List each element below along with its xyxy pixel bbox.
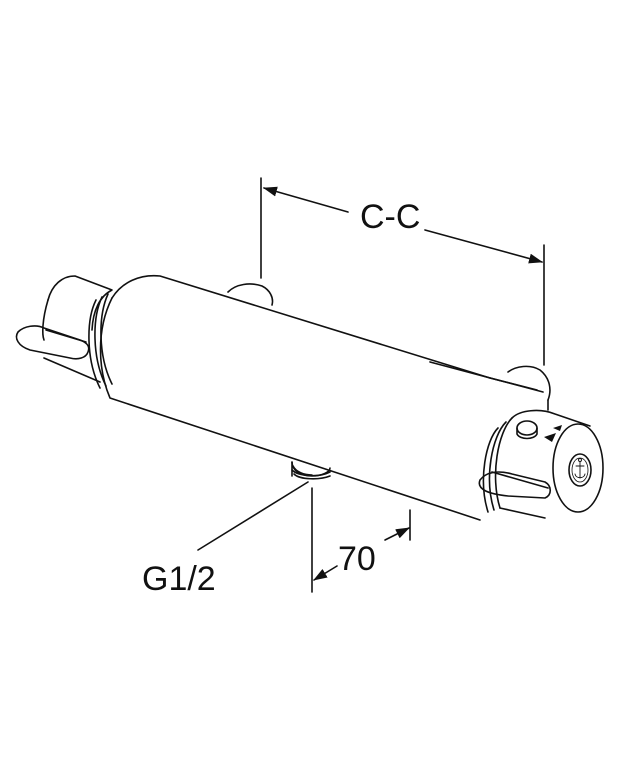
thermostat-handle <box>478 409 604 519</box>
dimension-70-label: 70 <box>338 540 376 578</box>
dial-arrow-icons <box>544 425 562 442</box>
rear-connector-right <box>507 365 551 411</box>
rear-connector-left <box>227 283 274 306</box>
dimension-70 <box>311 487 411 593</box>
thread-size-label: G1/2 <box>142 560 216 598</box>
leader-g12 <box>197 481 309 551</box>
dimension-cc-label: C-C <box>360 198 421 236</box>
left-wall-connector <box>15 275 113 383</box>
anchor-icon <box>574 458 586 479</box>
dimension-cc <box>260 177 545 366</box>
outlet-thread <box>291 461 331 480</box>
mixer-body <box>99 274 544 521</box>
